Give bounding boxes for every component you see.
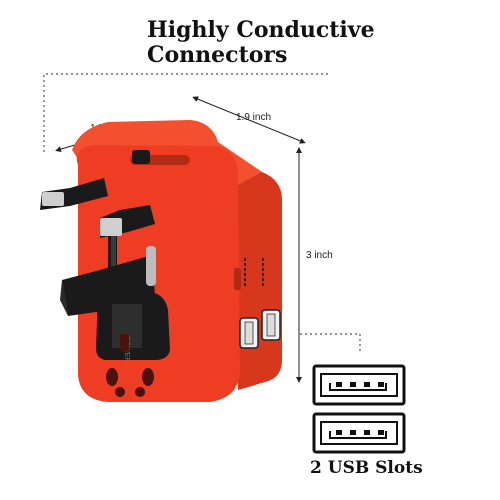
usb-caption: 2 USB Slots (310, 458, 423, 478)
heading-line-2: Connectors (147, 42, 288, 68)
usb-icon-2 (312, 412, 406, 454)
width-label: 1.9 inch (236, 112, 271, 123)
swivel-plug: POWER (60, 246, 170, 362)
width-arrow (192, 96, 306, 144)
uk-plug-pins (40, 178, 155, 280)
height-label: 3 inch (306, 250, 333, 261)
heading: Highly Conductive Connectors (147, 18, 375, 68)
side-usb-ports (239, 309, 281, 349)
dotted-guide-lines (43, 73, 361, 352)
usb-icon-1 (312, 364, 406, 406)
socket-holes (106, 334, 154, 397)
adapter-body (72, 120, 282, 402)
heading-line-1: Highly Conductive (147, 17, 375, 43)
